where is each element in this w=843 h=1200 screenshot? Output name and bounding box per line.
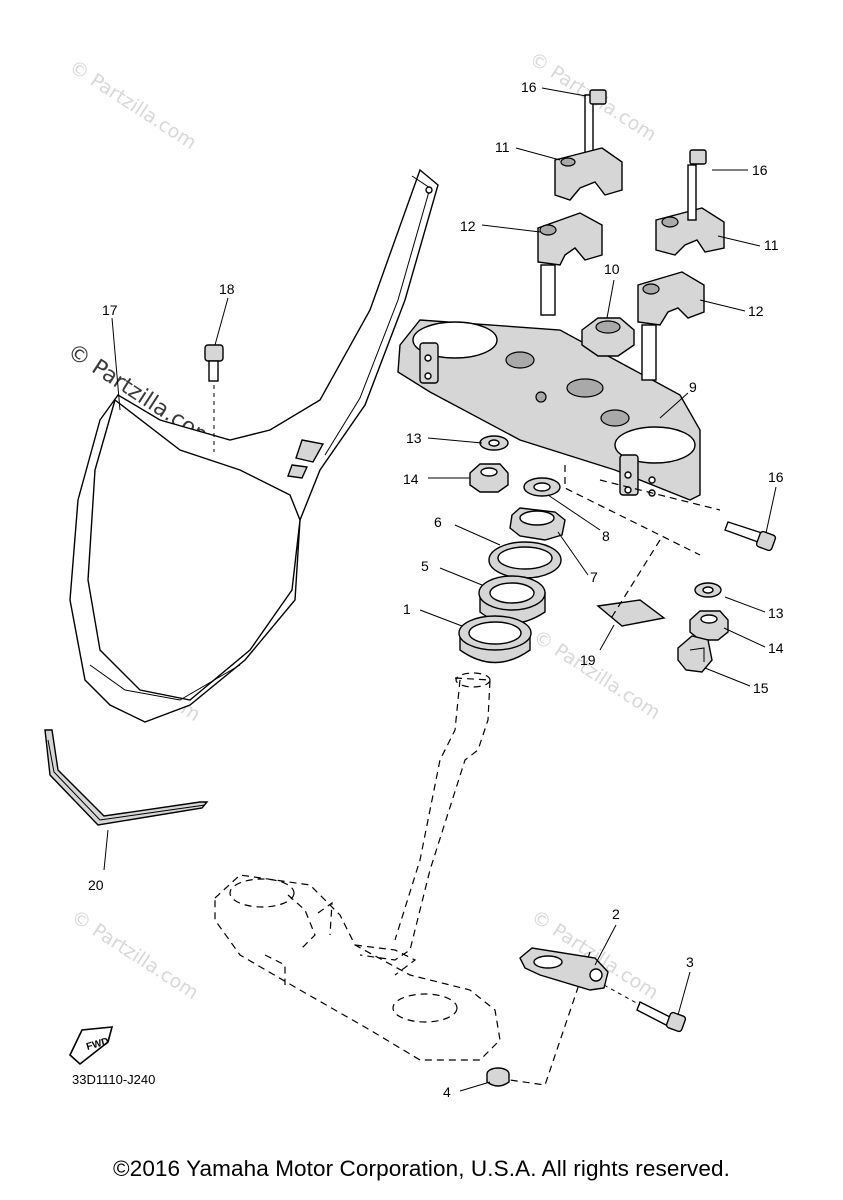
callout-14b: 14 (768, 640, 784, 656)
number-plate-part-17 (69, 168, 439, 723)
callout-19: 19 (580, 652, 596, 668)
callout-16c: 16 (768, 469, 784, 485)
callout-8: 8 (602, 528, 610, 544)
handlebar-holders (537, 89, 725, 381)
callout-12a: 12 (460, 218, 476, 234)
seal-part-6 (488, 541, 562, 579)
callout-14a: 14 (403, 471, 419, 487)
screw-part-18 (204, 344, 224, 452)
cable-guide-part-2 (519, 947, 609, 991)
bolt-part-16-lower (724, 521, 777, 552)
callout-12b: 12 (748, 303, 764, 319)
emblem-part-20 (44, 729, 209, 826)
callout-3: 3 (686, 954, 694, 970)
washers-nuts (469, 435, 729, 673)
callouts: 16 11 12 16 11 12 10 9 13 14 16 8 6 7 5 … (88, 79, 784, 1100)
callout-13a: 13 (406, 430, 422, 446)
callout-18: 18 (219, 281, 235, 297)
callout-4: 4 (443, 1084, 451, 1100)
under-bracket-stem (214, 672, 501, 1061)
callout-16a: 16 (521, 79, 537, 95)
callout-17: 17 (102, 302, 118, 318)
ring-nut-part-7 (509, 507, 566, 541)
dashed-lines (509, 465, 721, 1086)
bolt-part-3 (603, 984, 687, 1033)
callout-11a: 11 (495, 139, 510, 155)
washer-part-8 (523, 477, 561, 497)
callout-20: 20 (88, 877, 104, 893)
watermark-3: © Partzilla.com (529, 626, 664, 724)
nut-part-10 (581, 317, 635, 357)
fwd-arrow-icon: FWD (69, 1026, 114, 1066)
leader-lines (103, 87, 777, 1092)
callout-13b: 13 (768, 605, 784, 621)
callout-11b: 11 (764, 237, 779, 253)
watermark-4: © Partzilla.com (67, 906, 202, 1004)
callout-6: 6 (434, 514, 442, 530)
callout-5: 5 (421, 558, 429, 574)
callout-2: 2 (612, 906, 620, 922)
watermark-1: © Partzilla.com (65, 56, 200, 154)
collar-part-4 (486, 1067, 510, 1087)
label-part-19 (596, 599, 666, 627)
diagram-code: 33D1110-J240 (72, 1072, 156, 1087)
callout-16b: 16 (752, 162, 768, 178)
callout-10: 10 (604, 261, 620, 277)
callout-15: 15 (753, 680, 769, 696)
callout-1: 1 (403, 601, 411, 617)
upper-bracket-part-9 (397, 319, 701, 501)
callout-7: 7 (590, 569, 598, 585)
copyright-notice: ©2016 Yamaha Motor Corporation, U.S.A. A… (113, 1156, 730, 1181)
bearing-part-1 (458, 615, 532, 664)
callout-9: 9 (689, 379, 697, 395)
